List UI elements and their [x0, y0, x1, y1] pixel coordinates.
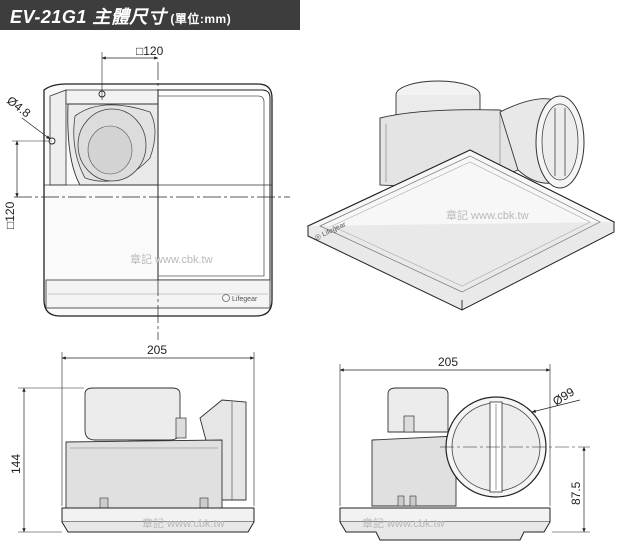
side-view-duct-height-label: 87.5: [569, 481, 583, 505]
isometric-view: ◎ Lifegear: [306, 80, 616, 311]
top-view-hole-label: Ø4.8: [4, 93, 33, 120]
header-background: [0, 0, 300, 30]
header-unit: (單位:mm): [170, 12, 232, 26]
top-view-height-label: □120: [3, 201, 17, 229]
header-title: EV-21G1 主體尺寸: [10, 7, 167, 27]
side-view-duct-label: Ø99: [550, 384, 577, 408]
front-view-width-label: 205: [147, 343, 167, 357]
watermark-top-view: 章記 www.cbk.tw: [130, 252, 213, 266]
header-title-wrap: EV-21G1 主體尺寸(單位:mm): [10, 3, 231, 29]
side-view: 205 87.5 Ø99: [339, 355, 590, 541]
top-view: Lifegear □120 □120 Ø4.8: [3, 44, 290, 340]
front-view: 205 144: [9, 343, 255, 533]
top-view-width-label: □120: [136, 44, 164, 58]
top-view-brand: Lifegear: [232, 296, 258, 303]
front-view-height-label: 144: [9, 454, 23, 474]
watermark-front-view: 章記 www.cbk.tw: [142, 516, 225, 530]
watermark-isometric-view: 章記 www.cbk.tw: [446, 208, 529, 222]
side-view-width-label: 205: [438, 355, 458, 369]
header-banner: EV-21G1 主體尺寸(單位:mm): [0, 0, 300, 30]
watermark-side-view: 章記 www.cbk.tw: [362, 516, 445, 530]
